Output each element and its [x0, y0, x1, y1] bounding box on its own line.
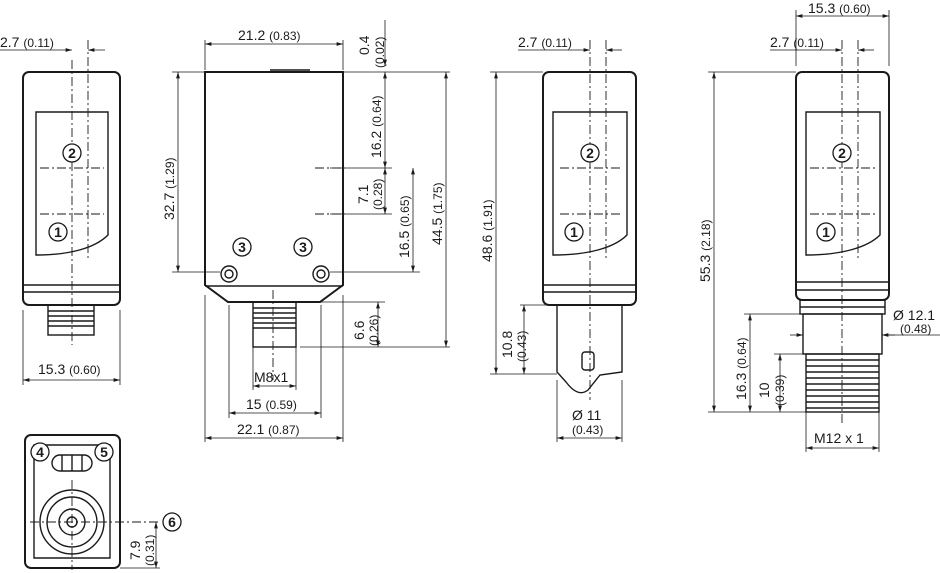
view-front-m8: 2 1 2.7 (0.11) 15.3 (0.60) — [0, 34, 121, 385]
dim-v3-dia-in: (0.43) — [572, 423, 603, 437]
dim-v2-h-66-in: (0.26) — [367, 315, 381, 346]
dim-v4-h-10: 10 — [756, 382, 772, 398]
view-front-cable: 2 1 2.7 (0.11) 48.6 (1.91) 10.8 (0.43) Ø… — [479, 34, 637, 442]
dim-v2-top: 21.2 (0.83) — [238, 27, 301, 43]
dim-v2-h-165: 16.5 (0.65) — [396, 196, 412, 259]
dim-v2-gap: 0.4 — [356, 35, 372, 55]
marker-1-label: 1 — [54, 224, 62, 240]
dim-v4-thread: M12 x 1 — [814, 430, 864, 446]
sensor-housing-m12 — [795, 71, 890, 301]
dim-v5-h-79: 7.9 — [127, 540, 143, 560]
view-connector-face: 4 5 6 7.9 (0.31) — [24, 434, 182, 570]
sensor-housing — [22, 71, 121, 306]
dim-v4-h-163: 16.3 (0.64) — [733, 338, 749, 401]
marker-2 — [62, 143, 82, 163]
marker-6 — [162, 512, 182, 532]
marker-5-label: 5 — [100, 444, 108, 460]
dim-v5-h-79-in: (0.31) — [143, 535, 157, 566]
dim-v1-width: 15.3 (0.60) — [38, 361, 101, 377]
front-window — [35, 111, 109, 256]
dim-v1-top: 2.7 (0.11) — [0, 34, 54, 50]
sensor-housing-cable — [542, 71, 637, 306]
marker-3-right-label: 3 — [299, 239, 307, 255]
marker-3-left-label: 3 — [238, 239, 246, 255]
marker-1 — [48, 222, 68, 242]
marker-3-left — [232, 237, 252, 257]
dim-v3-h-108-in: (0.43) — [515, 331, 529, 362]
dim-v2-h-162: 16.2 (0.64) — [368, 96, 384, 159]
dim-v2-w15: 15 (0.59) — [246, 396, 297, 412]
dim-v4-top27: 2.7 (0.11) — [770, 34, 824, 50]
dim-v4-h-10-in: (0.39) — [773, 375, 787, 406]
dim-v3-h-486: 48.6 (1.91) — [479, 200, 495, 263]
dim-v2-h-71: 7.1 — [355, 184, 371, 204]
dim-v3-h-108: 10.8 — [499, 331, 515, 358]
marker-3-right — [293, 237, 313, 257]
marker-1-cable-label: 1 — [570, 224, 578, 240]
dim-v4-h-553: 55.3 (2.18) — [697, 220, 713, 283]
dim-v4-dia: Ø 12.1 — [893, 307, 935, 323]
side-housing — [204, 71, 344, 303]
marker-2-label: 2 — [68, 145, 76, 161]
connector-face-housing — [24, 434, 121, 569]
marker-4-label: 4 — [36, 444, 44, 460]
marker-2-m12 — [832, 143, 852, 163]
dim-v2-w221: 22.1 (0.87) — [237, 421, 300, 437]
dim-v2-gap-in: (0.02) — [373, 37, 387, 68]
dim-v4-top153: 15.3 (0.60) — [808, 0, 871, 16]
dim-v3-top: 2.7 (0.11) — [518, 34, 572, 50]
view-front-m12: 2 1 15.3 (0.60) 2.7 (0.11) 55.3 (2.18) 1… — [697, 0, 940, 452]
dim-v4-dia-in: (0.48) — [900, 322, 931, 336]
marker-6-label: 6 — [168, 514, 176, 530]
marker-2-m12-label: 2 — [838, 145, 846, 161]
dim-v2-thread: M8x1 — [254, 369, 288, 385]
marker-5 — [94, 442, 114, 462]
dim-v3-dia: Ø 11 — [572, 407, 602, 423]
marker-2-cable-label: 2 — [586, 145, 594, 161]
dim-v2-h-body: 32.7 (1.29) — [161, 158, 177, 221]
marker-1-cable — [564, 222, 584, 242]
view-side-m8: 3 3 21.2 (0.83) 32.7 (1.29) 0.4 (0.02) 1… — [161, 20, 450, 442]
dim-v2-h-66: 6.6 — [351, 320, 367, 340]
marker-2-cable — [580, 143, 600, 163]
marker-4 — [30, 442, 50, 462]
dim-v2-h-445: 44.5 (1.75) — [429, 183, 445, 246]
marker-1-m12 — [816, 222, 836, 242]
dim-v2-h-71-in: (0.28) — [371, 179, 385, 210]
marker-1-m12-label: 1 — [822, 224, 830, 240]
